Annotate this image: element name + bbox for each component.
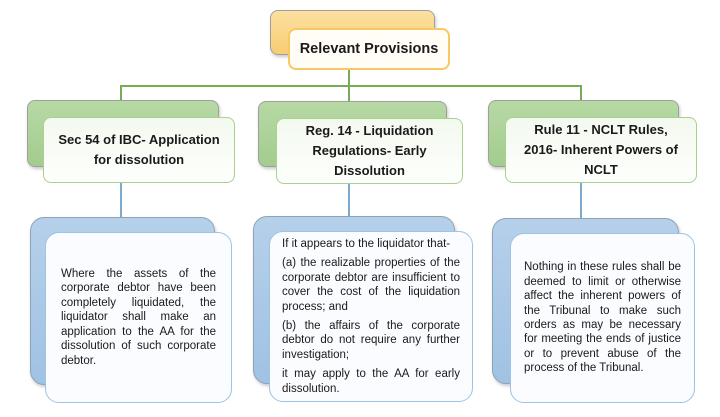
stem-left	[120, 183, 122, 217]
body-node-2-text: If it appears to the liquidator that-(a)…	[282, 237, 460, 395]
stem-center	[348, 184, 350, 216]
stem-right	[580, 183, 582, 218]
tree-drop-left	[120, 85, 122, 101]
tree-crossbar	[120, 85, 582, 87]
body-node-3-text: Nothing in these rules shall be deemed t…	[524, 261, 681, 375]
body-node-1-text: Where the assets of the corporate debtor…	[61, 268, 216, 367]
tree-drop-right	[580, 85, 582, 101]
diagram-title: Relevant Provisions	[299, 41, 439, 57]
provision-node-3-label: Rule 11 - NCLT Rules,2016- Inherent Powe…	[524, 122, 678, 177]
body-node-2: If it appears to the liquidator that-(a)…	[269, 231, 473, 402]
provision-node-3: Rule 11 - NCLT Rules,2016- Inherent Powe…	[505, 117, 697, 183]
title-node: Relevant Provisions	[288, 28, 450, 70]
body-node-1: Where the assets of the corporate debtor…	[45, 232, 232, 403]
body-node-3: Nothing in these rules shall be deemed t…	[510, 233, 695, 403]
